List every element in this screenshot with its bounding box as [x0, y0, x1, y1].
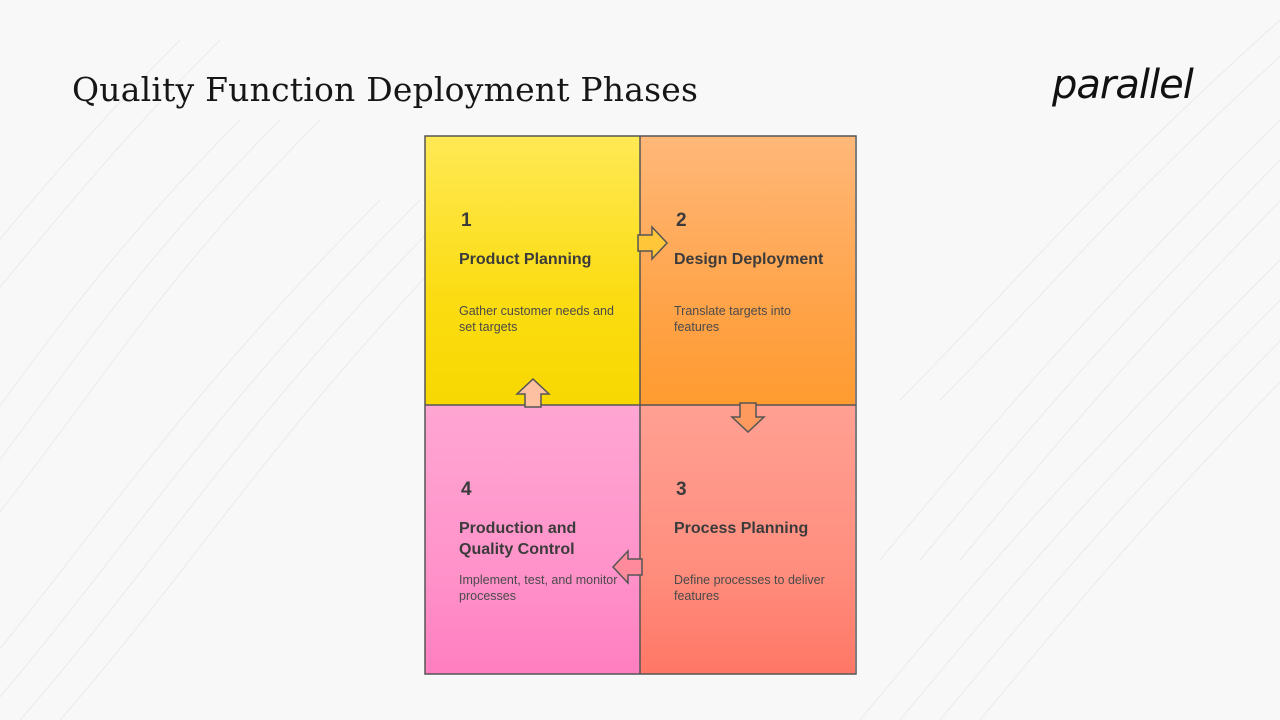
phase-card-1: 1 Product Planning Gather customer needs…: [425, 136, 640, 405]
phase-number: 1: [461, 210, 472, 231]
phase-title: Design Deployment: [674, 251, 824, 268]
phase-title: Production and Quality Control: [459, 520, 577, 558]
phase-number: 2: [676, 210, 687, 231]
phase-number: 4: [461, 479, 472, 500]
phase-description: Translate targets into features: [674, 304, 791, 334]
parallel-logo: parallel: [1052, 62, 1194, 108]
phase-card-2: 2 Design Deployment Translate targets in…: [640, 136, 855, 405]
phase-description: Implement, test, and monitor processes: [459, 573, 618, 603]
phase-card-3: 3 Process Planning Define processes to d…: [640, 405, 855, 674]
phase-card-4: 4 Production and Quality Control Impleme…: [425, 405, 640, 674]
phase-title: Product Planning: [459, 251, 592, 268]
phase-description: Gather customer needs and set targets: [459, 304, 614, 334]
page-title: Quality Function Deployment Phases: [72, 70, 699, 109]
phase-title: Process Planning: [674, 520, 809, 537]
phase-number: 3: [676, 479, 687, 500]
phase-description: Define processes to deliver features: [674, 573, 825, 603]
